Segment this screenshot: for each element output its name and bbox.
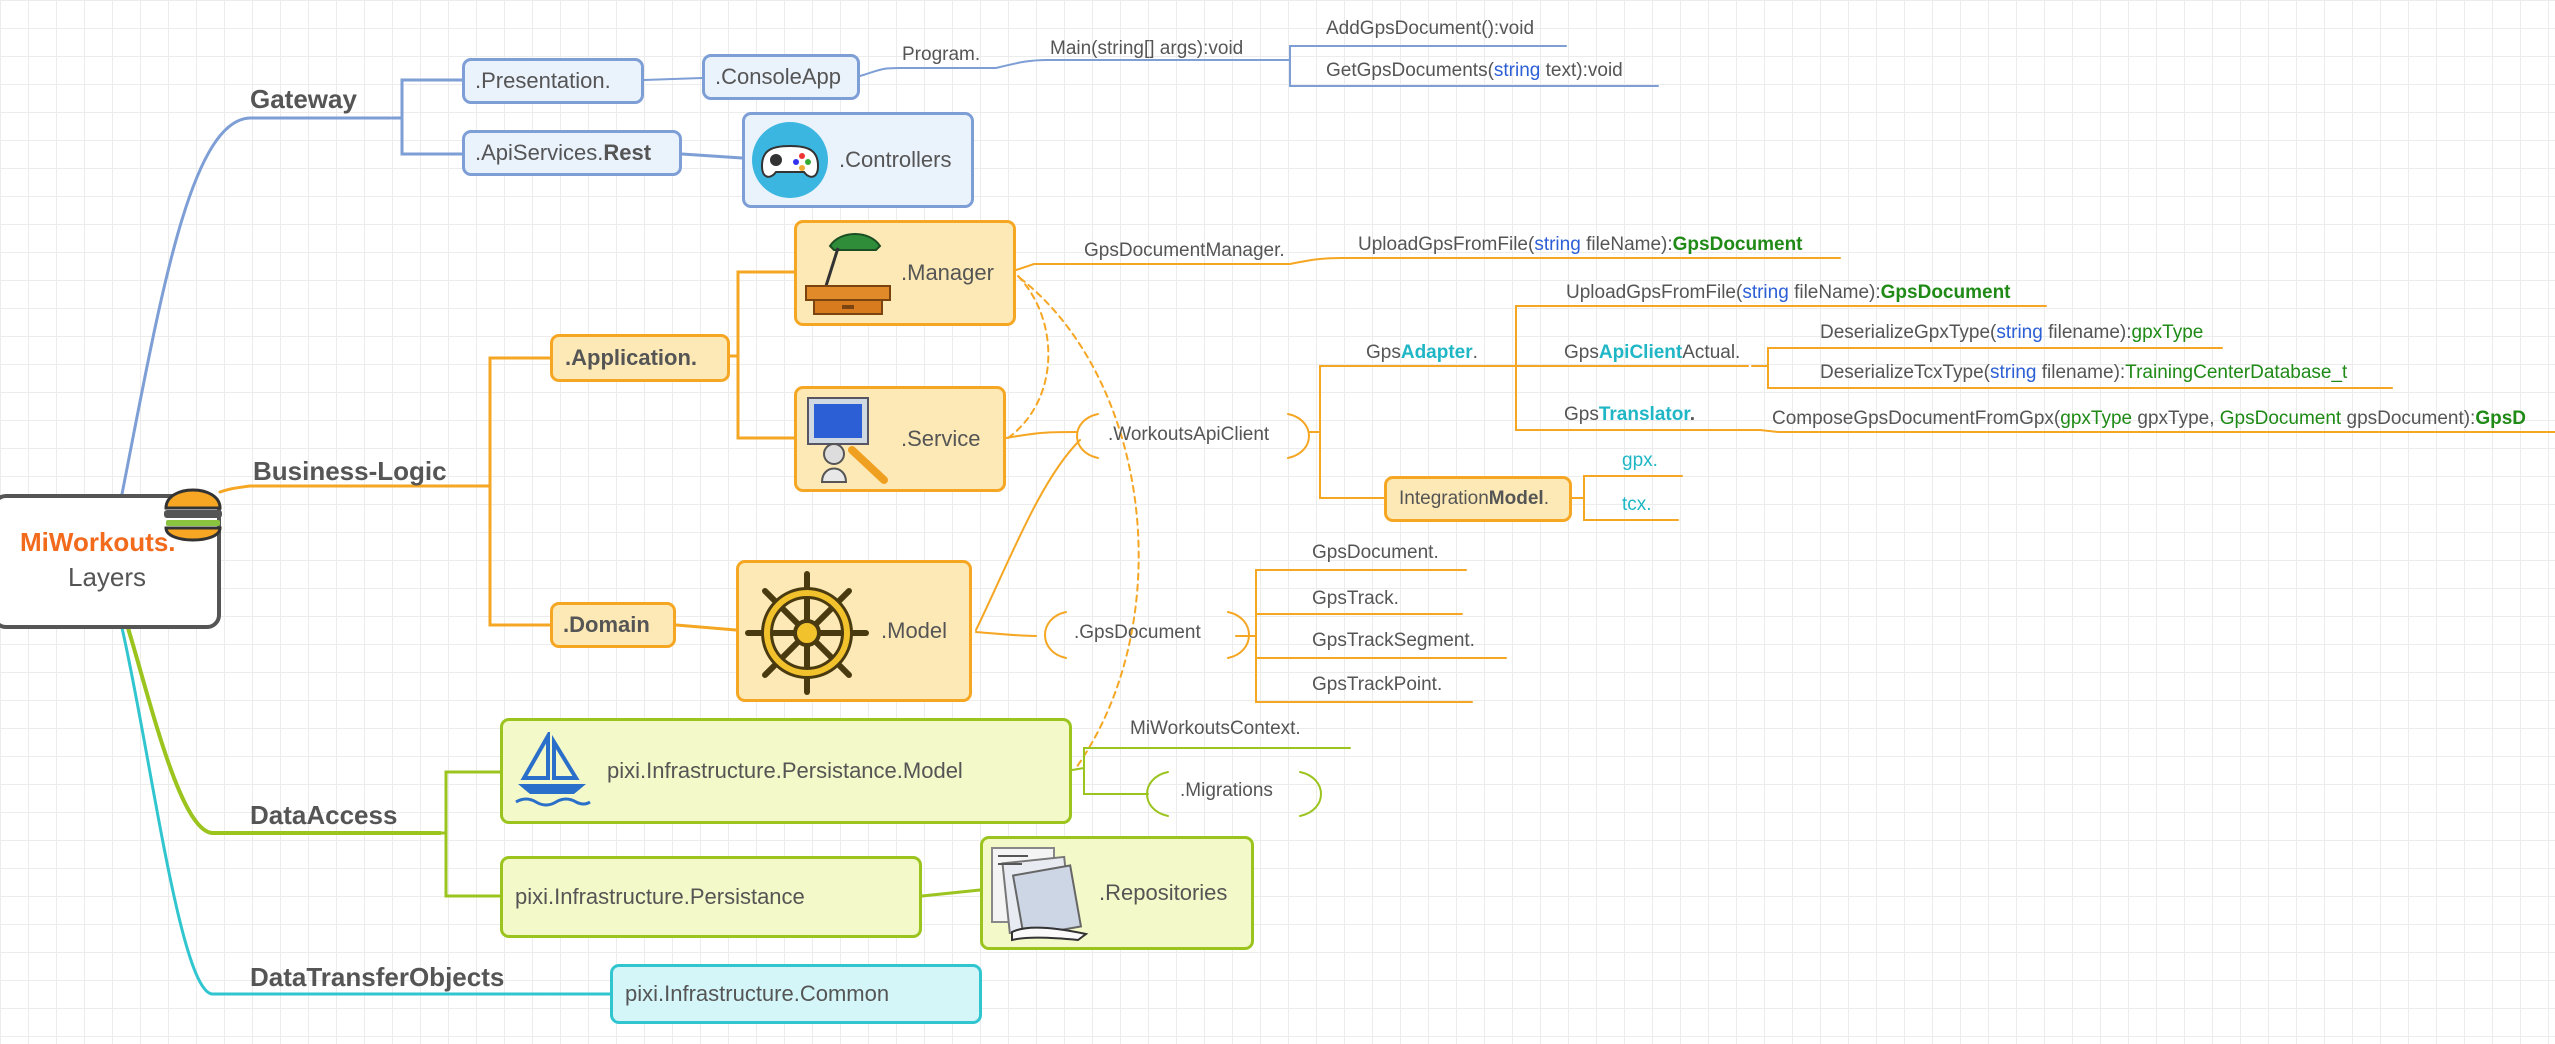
deserialize-tcx-method-label[interactable]: DeserializeTcxType(string filename):Trai… xyxy=(1820,362,2348,383)
model-item-gps-track[interactable]: GpsTrack. xyxy=(1312,588,1399,609)
model-item-gps-document[interactable]: GpsDocument. xyxy=(1312,542,1439,563)
branch-data-access[interactable]: DataAccess xyxy=(250,800,398,830)
desk-lamp-icon xyxy=(805,233,891,315)
application-label: .Application. xyxy=(565,345,697,370)
integration-model-node[interactable]: IntegrationModel. xyxy=(1384,476,1572,522)
domain-node[interactable]: .Domain xyxy=(550,602,676,648)
migrations-label[interactable]: .Migrations xyxy=(1180,780,1273,801)
gps-translator-label[interactable]: GpsTranslator. xyxy=(1564,404,1695,425)
gamepad-icon xyxy=(752,122,828,198)
branch-business-logic[interactable]: Business-Logic xyxy=(253,456,447,486)
compose-gps-method-label[interactable]: ComposeGpsDocumentFromGpx(gpxType gpxTyp… xyxy=(1772,408,2527,429)
adapter-upload-method-label[interactable]: UploadGpsFromFile(string fileName):GpsDo… xyxy=(1566,282,2011,303)
sailboat-icon xyxy=(515,732,591,807)
domain-label: .Domain xyxy=(563,612,650,637)
main-method-label[interactable]: Main(string[] args):void xyxy=(1050,38,1244,59)
console-app-node[interactable]: .ConsoleApp xyxy=(702,54,860,100)
model-label: .Model xyxy=(881,618,948,643)
branch-dto[interactable]: DataTransferObjects xyxy=(250,962,505,992)
persistance-model-node[interactable]: pixi.Infrastructure.Persistance.Model xyxy=(500,718,1072,824)
documents-icon xyxy=(991,847,1089,942)
add-gps-method-label[interactable]: AddGpsDocument():void xyxy=(1326,18,1535,39)
tcx-label[interactable]: tcx. xyxy=(1622,494,1652,515)
application-node[interactable]: .Application. xyxy=(550,334,730,382)
burger-icon xyxy=(164,488,222,542)
model-item-gps-track-segment[interactable]: GpsTrackSegment. xyxy=(1312,630,1475,651)
console-app-label: .ConsoleApp xyxy=(715,64,841,89)
root-title: MiWorkouts. xyxy=(20,527,176,557)
repositories-label: .Repositories xyxy=(1099,880,1228,905)
persistance-model-label: pixi.Infrastructure.Persistance.Model xyxy=(607,758,963,783)
gps-document-group-label[interactable]: .GpsDocument xyxy=(1074,622,1201,643)
persistance-label: pixi.Infrastructure.Persistance xyxy=(515,884,805,909)
computer-user-icon xyxy=(807,397,888,484)
persistance-node[interactable]: pixi.Infrastructure.Persistance xyxy=(500,856,922,938)
controllers-label: .Controllers xyxy=(839,147,952,172)
branch-gateway[interactable]: Gateway xyxy=(250,84,357,114)
program-label[interactable]: Program. xyxy=(902,44,981,65)
service-label: .Service xyxy=(901,426,981,451)
integration-model-label: IntegrationModel. xyxy=(1399,488,1549,509)
deserialize-gpx-method-label[interactable]: DeserializeGpxType(string filename):gpxT… xyxy=(1820,322,2204,343)
presentation-label: .Presentation. xyxy=(475,68,611,93)
model-item-gps-track-point[interactable]: GpsTrackPoint. xyxy=(1312,674,1443,695)
manager-upload-method-label[interactable]: UploadGpsFromFile(string fileName):GpsDo… xyxy=(1358,234,1803,255)
common-label: pixi.Infrastructure.Common xyxy=(625,981,890,1006)
api-client-actual-label[interactable]: GpsApiClientActual. xyxy=(1564,342,1741,363)
gpx-label[interactable]: gpx. xyxy=(1622,450,1658,471)
gps-adapter-label[interactable]: GpsAdapter. xyxy=(1366,342,1478,363)
common-node[interactable]: pixi.Infrastructure.Common xyxy=(610,964,982,1024)
context-label[interactable]: MiWorkoutsContext. xyxy=(1130,718,1301,739)
api-services-label: .ApiServices.Rest xyxy=(475,140,652,165)
manager-label: .Manager xyxy=(901,260,994,285)
workouts-api-client-label[interactable]: .WorkoutsApiClient xyxy=(1108,424,1270,445)
api-services-node[interactable]: .ApiServices.Rest xyxy=(462,130,682,176)
gps-document-manager-label[interactable]: GpsDocumentManager. xyxy=(1084,240,1285,261)
root-subtitle: Layers xyxy=(68,562,147,592)
presentation-node[interactable]: .Presentation. xyxy=(462,58,644,104)
ship-wheel-icon xyxy=(745,571,869,695)
get-gps-method-label[interactable]: GetGpsDocuments(string text):void xyxy=(1326,60,1623,81)
